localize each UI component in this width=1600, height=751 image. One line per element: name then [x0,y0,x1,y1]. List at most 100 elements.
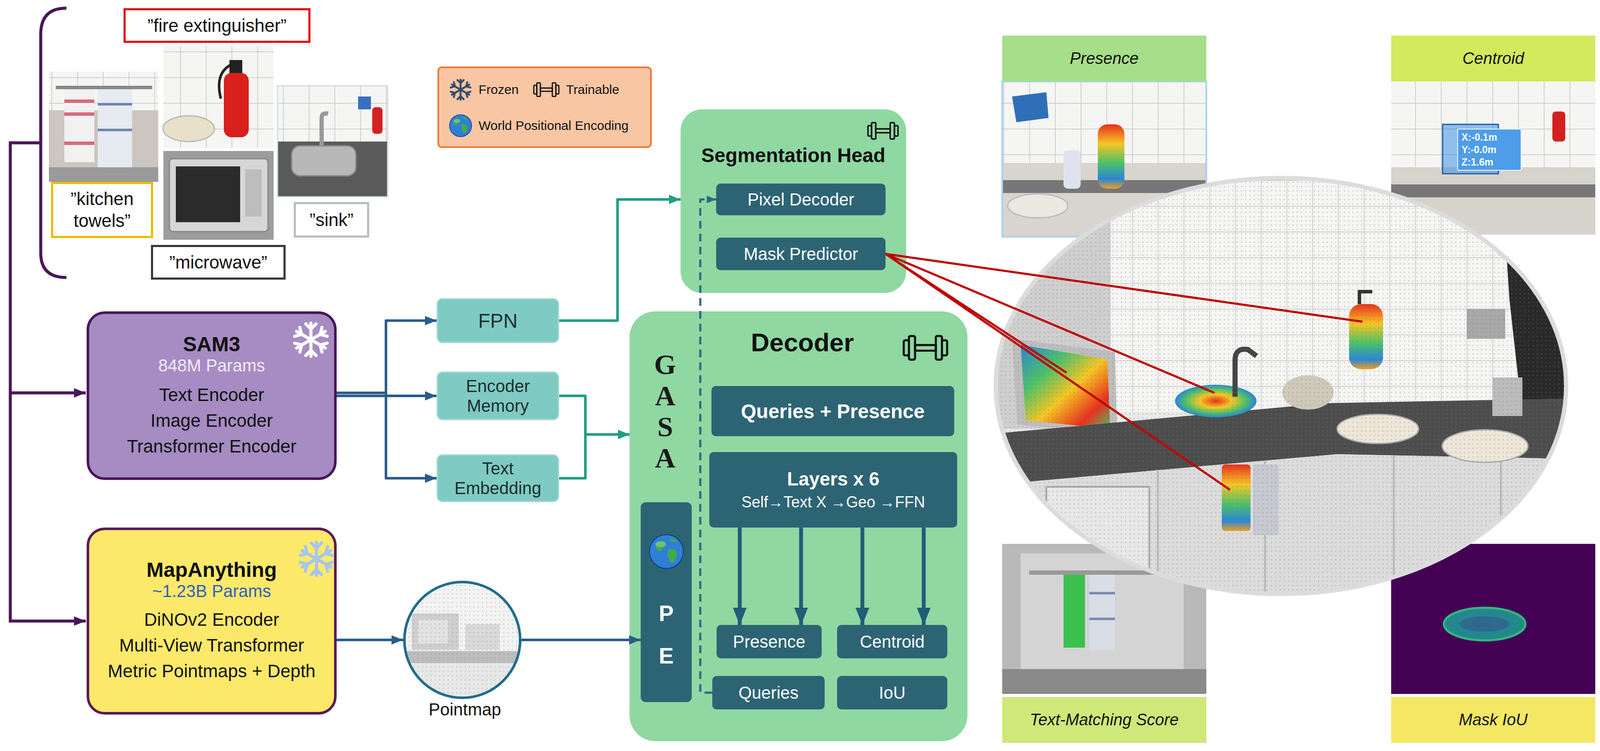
coordinate-tag: X:-0.1mY:-0.0mZ:1.6m [1457,128,1522,171]
drawing-polyline [464,81,471,89]
drawing-polyline [323,559,333,572]
drawing-path [453,117,468,133]
drawing-ellipse [1459,616,1510,632]
node-text: SAM3 [183,332,241,356]
node-text: Text Encoder [159,384,265,406]
connector-arrow [799,527,804,625]
connector-arrow [559,434,630,479]
drawing-g [299,542,334,576]
icon-holder [866,120,900,141]
module-panel: GASADecoderPEQueries + PresenceLayers x … [629,311,968,742]
icon-holder [448,77,473,102]
connector-arrow [336,392,437,479]
drawing-rect [97,89,133,171]
extinguisher-photo [162,45,274,148]
drawing-g [450,81,463,93]
query-label: ”fire extinguisher” [123,8,311,43]
node-text: Encoder Memory [442,376,553,416]
model-box: MapAnything~1.23B ParamsDiNOv2 EncoderMu… [86,527,337,715]
output-box: IoU [837,675,948,710]
drawing-polyline [294,327,305,339]
drawing-rect [894,125,898,136]
drawing-rect [64,112,95,116]
icon-holder [296,539,337,579]
drawing-rect [358,96,371,110]
drawing-circle [449,114,472,137]
node-text: Metric Pointmaps + Depth [107,660,316,682]
drawing-rect [540,87,553,92]
drawing-rect [1002,668,1207,694]
drawing-polyline [317,327,328,339]
query-label: ”kitchen towels” [51,181,154,239]
node-text: Decoder [720,327,884,358]
node-text: Queries [738,683,799,703]
drawing-polyline [300,559,310,572]
segmentation-head-panel [680,109,907,293]
drawing-polyline [457,80,465,84]
process-box: Queries + Presence [711,385,955,437]
dumbbell-icon [866,120,900,141]
drawing-path [885,253,1215,393]
icon-holder [448,113,473,138]
drawing-path [655,538,678,564]
feature-box: Text Embedding [436,454,560,503]
drawing-rect [1097,124,1125,189]
drawing-polyline [464,90,471,97]
globe-icon [647,533,685,570]
drawing-rect [1063,150,1081,189]
node-text: DiNOv2 Encoder [144,609,280,630]
globe-icon [448,113,473,138]
node-text: Text Embedding [442,458,553,498]
pointmap-image [403,580,522,702]
drawing-rect [97,102,133,106]
towels-photo [48,71,159,182]
node-text: ~1.23B Params [152,581,272,601]
node-text: Pixel Decoder [747,189,855,210]
drawing-rect [245,169,262,217]
drawing-rect [163,45,274,148]
drawing-rect [55,85,153,90]
drawing-rect [403,580,522,700]
connector-arrow [700,199,717,693]
node-text: Self→Text X →Geo →FFN [741,493,926,512]
decoder-panel [629,311,968,742]
legend-box: FrozenTrainableWorld Positional Encoding [437,66,652,148]
drawing-rect [1552,111,1566,142]
node-text: 848M Params [158,355,266,376]
coordinate-label: X:-0.1m [1461,131,1518,144]
drawing-g [450,79,471,100]
drawing-rect [64,89,95,163]
node-text: Multi-View Transformer [119,635,305,656]
snowflake-icon [296,539,337,579]
query-label: ”sink” [293,201,370,238]
legend-text: World Positional Encoding [478,117,629,134]
drawing-g [294,322,329,356]
drawing-polyline [450,81,457,89]
output-box: Centroid [837,624,948,659]
drawing-polyline [323,546,333,558]
drawing-rect [277,141,388,197]
drawing-g [903,336,947,360]
process-box: Mask Predictor [716,237,886,271]
node-text: Segmentation Head [680,143,907,167]
drawing-rect [223,72,249,138]
drawing-rect [64,141,95,145]
drawing-rect [277,85,388,197]
connector-arrow [559,199,681,321]
node-text: ”microwave” [169,252,268,273]
node-text: ”kitchen towels” [59,188,145,232]
drawing-rect [403,580,522,700]
drawing-g [533,82,559,97]
connector-arrow [860,527,865,625]
snowflake-icon [291,319,331,360]
drawing-rect [97,128,133,132]
drawing-rect [163,150,274,240]
drawing-line [459,89,462,100]
process-box: Pixel Decoder [716,183,886,216]
node-text: MapAnything [146,557,278,582]
drawing-rect [1029,570,1158,575]
encoding-bar: PE [640,502,692,703]
drawing-polyline [294,340,305,353]
drawing-rect [229,60,243,76]
